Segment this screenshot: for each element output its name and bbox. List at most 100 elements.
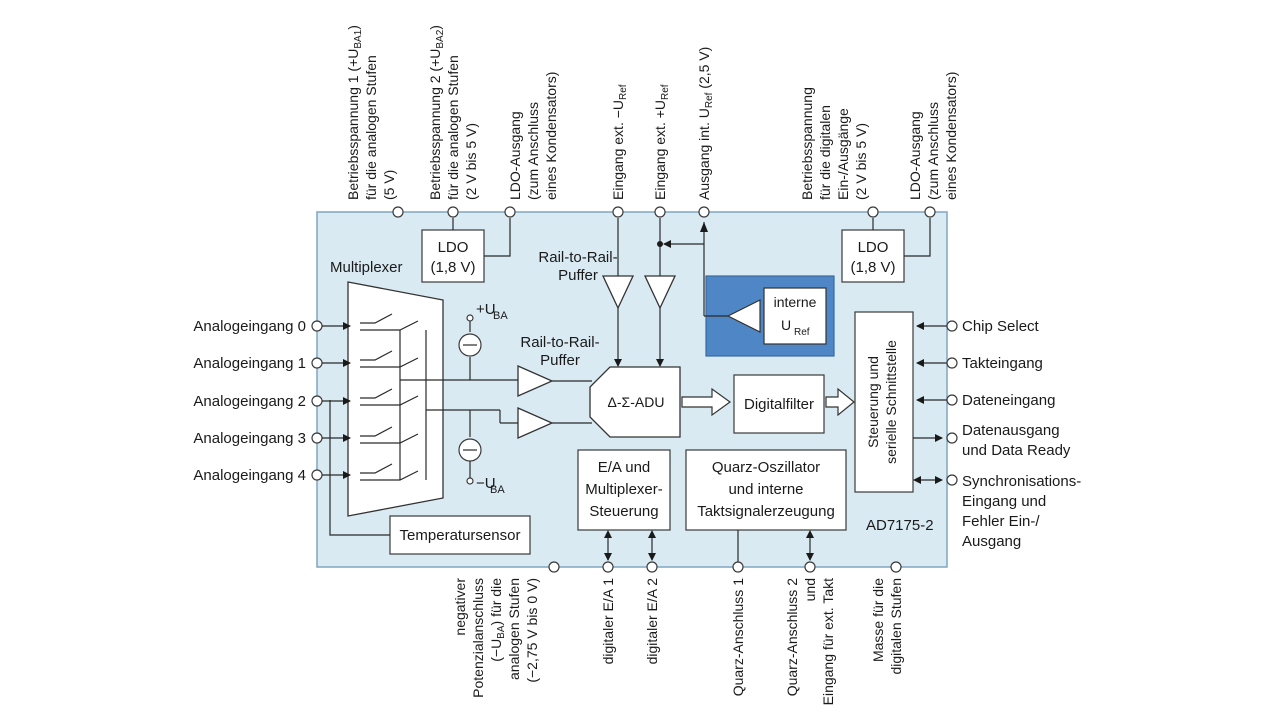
svg-text:Datenausgang: Datenausgang	[962, 422, 1060, 439]
pin-ldo-out-right[interactable]: LDO-Ausgang (zum Anschluss eines Kondens…	[907, 72, 959, 218]
svg-text:Chip Select: Chip Select	[962, 318, 1040, 335]
oscillator-block	[685, 449, 847, 531]
svg-text:(−UBA) für die: (−UBA) für die	[488, 578, 507, 662]
left-pins: Analogeingang 0 Analogeingang 1 Analogei…	[193, 318, 351, 484]
svg-text:für die analogen Stufen: für die analogen Stufen	[363, 55, 379, 200]
pin-avdd2[interactable]: Betriebsspannung 2 (+UBA2) für die analo…	[427, 25, 479, 218]
svg-text:Analogeingang 2: Analogeingang 2	[193, 393, 306, 410]
ldo-left-block	[421, 229, 485, 283]
pin-dgnd[interactable]: Masse für die digitalen Stufen	[870, 561, 904, 675]
pin-ref-pos[interactable]: Eingang ext. +URef	[652, 84, 671, 218]
analog-input-1[interactable]: Analogeingang 1	[193, 355, 351, 372]
ldo-right-label: LDO	[858, 239, 889, 256]
internal-ref-label: interne	[774, 294, 817, 310]
pin-gpio1[interactable]: digitaler E/A 1	[600, 530, 616, 664]
svg-text:Betriebsspannung 2 (+UBA2): Betriebsspannung 2 (+UBA2)	[427, 25, 446, 200]
svg-text:(2 V bis 5 V): (2 V bis 5 V)	[853, 123, 869, 200]
svg-text:digitalen Stufen: digitalen Stufen	[888, 578, 904, 675]
pin-ref-out[interactable]: Ausgang int. URef (2,5 V)	[696, 47, 715, 218]
svg-text:−U: −U	[476, 475, 496, 492]
ldo-left-label: LDO	[438, 239, 469, 256]
svg-text:(zum Anschluss: (zum Anschluss	[925, 102, 941, 200]
adc-to-filter-arrow	[681, 387, 732, 417]
svg-text:eines Kondensators): eines Kondensators)	[943, 72, 959, 200]
svg-text:Analogeingang 1: Analogeingang 1	[193, 355, 306, 372]
rail-buffer-top-label-2: Puffer	[558, 267, 598, 284]
pin-sync-error[interactable]: Synchronisations- Eingang und Fehler Ein…	[913, 473, 1081, 550]
svg-text:Fehler Ein-/: Fehler Ein-/	[962, 513, 1040, 530]
filter-to-interface-arrow	[825, 387, 855, 417]
serial-interface-block	[854, 311, 914, 493]
rail-buffer-mid-label: Rail-to-Rail-	[520, 334, 599, 351]
svg-text:Ausgang: Ausgang	[962, 533, 1021, 550]
multiplexer-switches	[360, 313, 470, 481]
pin-data-input[interactable]: Dateneingang	[916, 392, 1055, 409]
internal-ref-label-sub: Ref	[794, 327, 810, 338]
adc-block	[589, 366, 681, 438]
svg-text:für die digitalen: für die digitalen	[817, 105, 833, 200]
pin-ref-neg[interactable]: Eingang ext. −URef	[610, 84, 629, 218]
oscillator-label-3: Taktsignalerzeugung	[697, 503, 835, 520]
io-control-label: E/A und	[598, 459, 651, 476]
svg-text:Analogeingang 4: Analogeingang 4	[193, 467, 306, 484]
svg-text:BA: BA	[490, 484, 505, 496]
svg-text:eines Kondensators): eines Kondensators)	[543, 72, 559, 200]
svg-text:Eingang für ext. Takt: Eingang für ext. Takt	[820, 578, 836, 705]
pin-avdd1[interactable]: Betriebsspannung 1 (+UBA1) für die analo…	[345, 25, 404, 218]
svg-text:Masse für die: Masse für die	[870, 578, 886, 662]
internal-ref-buffer	[726, 299, 761, 333]
pin-xtal1[interactable]: Quarz-Anschluss 1	[730, 530, 746, 696]
analog-input-0[interactable]: Analogeingang 0	[193, 318, 351, 335]
temperature-sensor-label: Temperatursensor	[400, 527, 521, 544]
digital-filter-block	[733, 374, 825, 434]
svg-text:digitaler E/A 2: digitaler E/A 2	[644, 578, 660, 665]
svg-text:+U: +U	[476, 301, 496, 318]
pin-iovdd[interactable]: Betriebsspannung für die digitalen Ein-/…	[799, 87, 879, 218]
pin-ldo-out-left[interactable]: LDO-Ausgang (zum Anschluss eines Kondens…	[504, 72, 559, 218]
adc-label: Δ-Σ-ADU	[608, 394, 665, 410]
svg-text:Eingang ext. +URef: Eingang ext. +URef	[652, 84, 671, 200]
svg-text:Quarz-Anschluss 2: Quarz-Anschluss 2	[784, 578, 800, 696]
pin-data-output[interactable]: Datenausgang und Data Ready	[913, 422, 1071, 459]
io-control-label-3: Steuerung	[589, 503, 658, 520]
svg-text:Ausgang int. URef (2,5 V): Ausgang int. URef (2,5 V)	[696, 47, 715, 200]
multiplexer-shape	[347, 281, 444, 517]
right-pins: Chip Select Takteingang Dateneingang Dat…	[913, 318, 1081, 550]
svg-text:(2 V bis 5 V): (2 V bis 5 V)	[463, 123, 479, 200]
ldo-right-block	[841, 229, 905, 283]
io-control-block	[577, 449, 671, 531]
svg-text:LDO-Ausgang: LDO-Ausgang	[507, 111, 523, 200]
svg-text:Ein-/Ausgänge: Ein-/Ausgänge	[835, 108, 851, 200]
ldo-left-label-2: (1,8 V)	[430, 259, 475, 276]
analog-input-4[interactable]: Analogeingang 4	[193, 467, 351, 484]
internal-ref-label-2: U	[781, 317, 791, 333]
pin-gpio2[interactable]: digitaler E/A 2	[644, 530, 660, 664]
pin-chip-select[interactable]: Chip Select	[916, 318, 1040, 335]
svg-text:(−2,75 V bis 0 V): (−2,75 V bis 0 V)	[524, 578, 540, 683]
svg-text:Eingang ext. −URef: Eingang ext. −URef	[610, 84, 629, 200]
oscillator-label-2: und interne	[728, 481, 803, 498]
svg-text:(zum Anschluss: (zum Anschluss	[525, 102, 541, 200]
buffer-upper	[517, 365, 554, 397]
analog-input-2[interactable]: Analogeingang 2	[193, 393, 351, 410]
oscillator-label: Quarz-Oszillator	[712, 459, 820, 476]
rail-buffer-mid-label-2: Puffer	[540, 352, 580, 369]
internal-ref-source	[763, 287, 827, 345]
svg-text:Takteingang: Takteingang	[962, 355, 1043, 372]
svg-text:Eingang und: Eingang und	[962, 493, 1046, 510]
svg-text:und: und	[802, 578, 818, 601]
analog-input-3[interactable]: Analogeingang 3	[193, 430, 351, 447]
pin-clock-input[interactable]: Takteingang	[916, 355, 1043, 372]
svg-text:(5 V): (5 V)	[381, 170, 397, 200]
svg-text:Potenzialanschluss: Potenzialanschluss	[470, 578, 486, 698]
svg-text:für die analogen Stufen: für die analogen Stufen	[445, 55, 461, 200]
pin-xtal2-clk[interactable]: Quarz-Anschluss 2 und Eingang für ext. T…	[784, 530, 836, 705]
svg-text:analogen Stufen: analogen Stufen	[506, 578, 522, 680]
svg-text:und Data Ready: und Data Ready	[962, 442, 1071, 459]
pin-avss[interactable]: negativer Potenzialanschluss (−UBA) für …	[452, 561, 560, 698]
svg-text:Dateneingang: Dateneingang	[962, 392, 1055, 409]
svg-text:Quarz-Anschluss 1: Quarz-Anschluss 1	[730, 578, 746, 696]
svg-text:Betriebsspannung 1 (+UBA1): Betriebsspannung 1 (+UBA1)	[345, 25, 364, 200]
serial-interface-label: Steuerung und	[865, 356, 881, 448]
